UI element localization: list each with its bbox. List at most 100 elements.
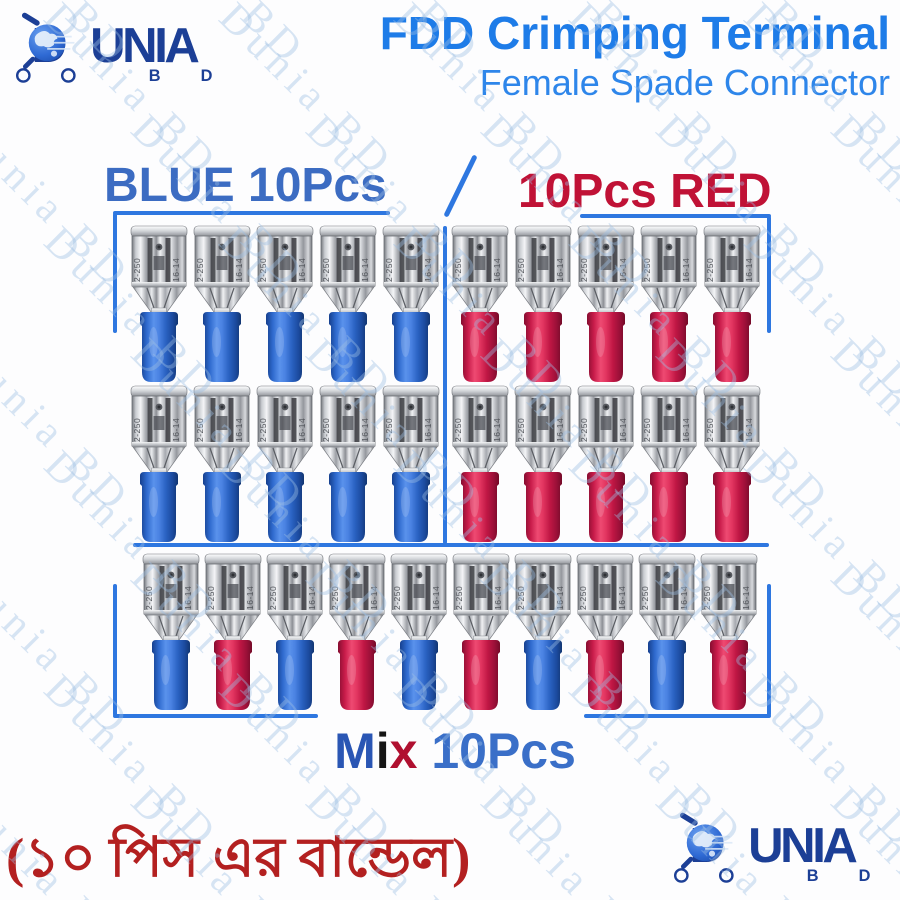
svg-text:16-14: 16-14: [297, 258, 307, 282]
underline-blue-group: [113, 211, 390, 215]
svg-text:16-14: 16-14: [618, 418, 628, 442]
svg-text:2-250: 2-250: [258, 418, 268, 442]
terminal-blue: 2-250 16-14: [193, 385, 251, 542]
logo-letter-d-small: D: [201, 67, 213, 85]
svg-text:2-250: 2-250: [206, 586, 216, 610]
svg-text:16-14: 16-14: [617, 586, 627, 610]
logo-letters-unia: UNIA: [90, 19, 199, 73]
divider-blue-red: [443, 226, 447, 544]
terminal-red: 2-250 16-14: [451, 385, 509, 542]
svg-text:2-250: 2-250: [453, 418, 463, 442]
svg-text:16-14: 16-14: [171, 418, 181, 442]
terminal-blue: 2-250 16-14: [193, 225, 251, 382]
svg-text:16-14: 16-14: [681, 418, 691, 442]
svg-text:2-250: 2-250: [516, 258, 526, 282]
label-blue-10pcs: BLUE 10Pcs: [104, 159, 387, 212]
svg-text:16-14: 16-14: [744, 418, 754, 442]
terminal-blue: 2-250 16-14: [256, 225, 314, 382]
svg-text:2-250: 2-250: [195, 258, 205, 282]
svg-text:16-14: 16-14: [493, 586, 503, 610]
svg-text:2-250: 2-250: [453, 258, 463, 282]
logo-letter-b-small: B: [807, 867, 819, 885]
product-subtitle: Female Spade Connector: [479, 61, 890, 103]
dunia-logo: D UNIA B D: [15, 12, 213, 85]
terminal-red: 2-250 16-14: [577, 225, 635, 382]
terminal-blue: 2-250 16-14: [319, 225, 377, 382]
bracket-mix-right-vertical: [767, 584, 771, 716]
underline-red-group: [580, 214, 771, 218]
terminal-red: 2-250 16-14: [576, 553, 634, 710]
terminal-red: 2-250 16-14: [640, 225, 698, 382]
mix-label-segment: i: [375, 723, 390, 779]
svg-text:2-250: 2-250: [579, 418, 589, 442]
bracket-mix-right-horizontal: [584, 714, 771, 718]
bracket-left-top: [113, 213, 117, 333]
svg-text:2-250: 2-250: [258, 258, 268, 282]
globe-icon: [28, 24, 75, 62]
svg-text:16-14: 16-14: [555, 418, 565, 442]
svg-text:16-14: 16-14: [681, 258, 691, 282]
terminal-red: 2-250 16-14: [452, 553, 510, 710]
svg-text:16-14: 16-14: [492, 258, 502, 282]
terminal-blue: 2-250 16-14: [382, 385, 440, 542]
terminal-blue: 2-250 16-14: [266, 553, 324, 710]
svg-text:2-250: 2-250: [132, 258, 142, 282]
terminal-blue: 2-250 16-14: [256, 385, 314, 542]
brand-logo-bottom-right: D UNIA B D: [666, 810, 878, 890]
svg-text:16-14: 16-14: [360, 418, 370, 442]
terminal-blue: 2-250 16-14: [514, 553, 572, 710]
brand-logo-top-left: D UNIA B D: [8, 10, 220, 90]
svg-text:2-250: 2-250: [330, 586, 340, 610]
terminal-blue: 2-250 16-14: [319, 385, 377, 542]
terminal-blue: 2-250 16-14: [638, 553, 696, 710]
svg-text:16-14: 16-14: [423, 258, 433, 282]
terminal-red: 2-250 16-14: [703, 225, 761, 382]
mix-label-segment: M: [334, 723, 376, 779]
mix-label-segment: x: [389, 723, 418, 779]
dunia-logo: D UNIA B D: [673, 812, 871, 885]
svg-text:2-250: 2-250: [321, 258, 331, 282]
svg-text:2-250: 2-250: [384, 418, 394, 442]
header-titles: FDD Crimping Terminal Female Spade Conne…: [380, 8, 890, 103]
terminal-blue: 2-250 16-14: [130, 385, 188, 542]
terminal-red: 2-250 16-14: [700, 553, 758, 710]
svg-text:16-14: 16-14: [183, 586, 193, 610]
svg-text:2-250: 2-250: [705, 258, 715, 282]
separator-bottom: [133, 543, 769, 547]
svg-text:16-14: 16-14: [431, 586, 441, 610]
bracket-mix-left-horizontal: [113, 714, 318, 718]
label-red-10pcs: 10Pcs RED: [518, 165, 772, 218]
cart-wheel-icon: [60, 68, 76, 83]
product-title: FDD Crimping Terminal: [379, 7, 890, 59]
bracket-mix-left-vertical: [113, 584, 117, 716]
svg-text:2-250: 2-250: [454, 586, 464, 610]
terminal-red: 2-250 16-14: [640, 385, 698, 542]
cart-wheel-icon: [718, 868, 734, 883]
svg-text:16-14: 16-14: [741, 586, 751, 610]
svg-text:16-14: 16-14: [679, 586, 689, 610]
cart-wheel-icon: [15, 68, 31, 83]
svg-text:2-250: 2-250: [516, 586, 526, 610]
terminal-red: 2-250 16-14: [703, 385, 761, 542]
svg-text:2-250: 2-250: [144, 586, 154, 610]
svg-text:2-250: 2-250: [705, 418, 715, 442]
svg-text:16-14: 16-14: [492, 418, 502, 442]
terminal-blue: 2-250 16-14: [382, 225, 440, 382]
svg-text:16-14: 16-14: [307, 586, 317, 610]
svg-text:16-14: 16-14: [744, 258, 754, 282]
svg-text:16-14: 16-14: [245, 586, 255, 610]
svg-text:2-250: 2-250: [579, 258, 589, 282]
svg-text:16-14: 16-14: [234, 258, 244, 282]
svg-text:16-14: 16-14: [555, 258, 565, 282]
svg-text:2-250: 2-250: [702, 586, 712, 610]
terminal-red: 2-250 16-14: [204, 553, 262, 710]
footer-note-bangla: (১০ পিস এর বান্ডেল): [6, 827, 471, 888]
svg-text:16-14: 16-14: [234, 418, 244, 442]
svg-text:2-250: 2-250: [132, 418, 142, 442]
globe-icon: [686, 824, 733, 862]
terminal-red: 2-250 16-14: [451, 225, 509, 382]
terminal-blue: 2-250 16-14: [130, 225, 188, 382]
svg-text:2-250: 2-250: [640, 586, 650, 610]
logo-letters-unia: UNIA: [748, 819, 857, 873]
